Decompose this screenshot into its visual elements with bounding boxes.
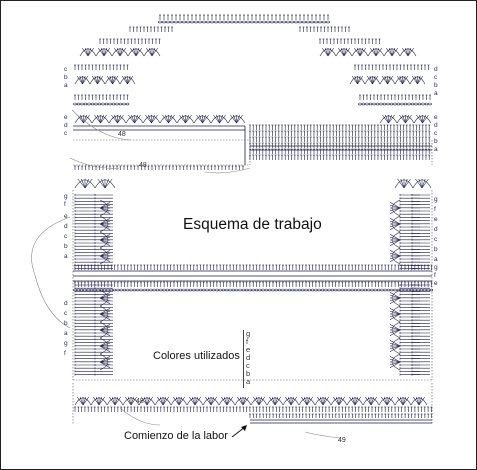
color-key-bar — [243, 330, 244, 388]
row-letter-left: a — [64, 82, 68, 89]
row-letter-right: d — [434, 122, 438, 129]
row-letter-left: e — [64, 213, 68, 220]
row-letter-left: a — [64, 330, 68, 337]
row-letter-left: g — [64, 340, 68, 347]
row-letter-right: b — [434, 138, 438, 145]
row-letter-left: c — [64, 66, 68, 73]
row-letter-right: c — [434, 74, 438, 81]
row-letter-left: a — [64, 253, 68, 260]
stitch-count: 48 — [139, 162, 147, 169]
color-key-item: d — [246, 353, 251, 362]
row-letter-right: b — [434, 82, 438, 89]
row-letter-right: e — [434, 280, 438, 287]
start-arrow-icon — [231, 425, 247, 438]
row-letter-right: b — [434, 246, 438, 253]
row-letter-right: f — [434, 206, 436, 213]
color-key-item: e — [246, 345, 251, 354]
color-key-item: b — [246, 369, 251, 378]
color-key-item: a — [246, 377, 251, 386]
row-letter-left: g — [64, 193, 68, 200]
row-letter-right: c — [434, 130, 438, 137]
color-key-item: g — [246, 329, 251, 338]
row-letter-right: d — [434, 226, 438, 233]
row-letter-left: d — [64, 223, 68, 230]
stitch-count: 48 — [118, 131, 126, 138]
row-letter-right: a — [434, 146, 438, 153]
colors-legend-title: Colores utilizados — [153, 350, 240, 362]
row-letter-left: d — [64, 300, 68, 307]
row-letter-right: g — [434, 264, 438, 271]
row-letter-right: e — [434, 216, 438, 223]
color-key-item: c — [246, 361, 250, 370]
row-letter-left: b — [64, 74, 68, 81]
row-letter-left: c — [64, 310, 68, 317]
row-letter-right: f — [434, 272, 436, 279]
row-letter-left: c — [64, 233, 68, 240]
row-letter-left: f — [64, 350, 66, 357]
row-letter-left: e — [64, 114, 68, 121]
row-letter-left: b — [64, 243, 68, 250]
row-letter-left: b — [64, 320, 68, 327]
row-letter-right: d — [434, 66, 438, 73]
row-letter-right: c — [434, 236, 438, 243]
row-letter-right: a — [434, 90, 438, 97]
row-letter-right: g — [434, 196, 438, 203]
color-key-item: f — [246, 337, 249, 346]
row-letter-left: f — [64, 201, 66, 208]
row-letter-right: a — [434, 256, 438, 263]
stitch-count: 48 — [136, 398, 144, 405]
stitch-count: 49 — [338, 437, 346, 444]
row-letter-left: c — [64, 130, 68, 137]
chart-title: Esquema de trabajo — [183, 216, 322, 233]
row-letter-left: d — [64, 122, 68, 129]
row-letter-right: e — [434, 114, 438, 121]
start-label: Comienzo de la labor — [124, 430, 228, 442]
